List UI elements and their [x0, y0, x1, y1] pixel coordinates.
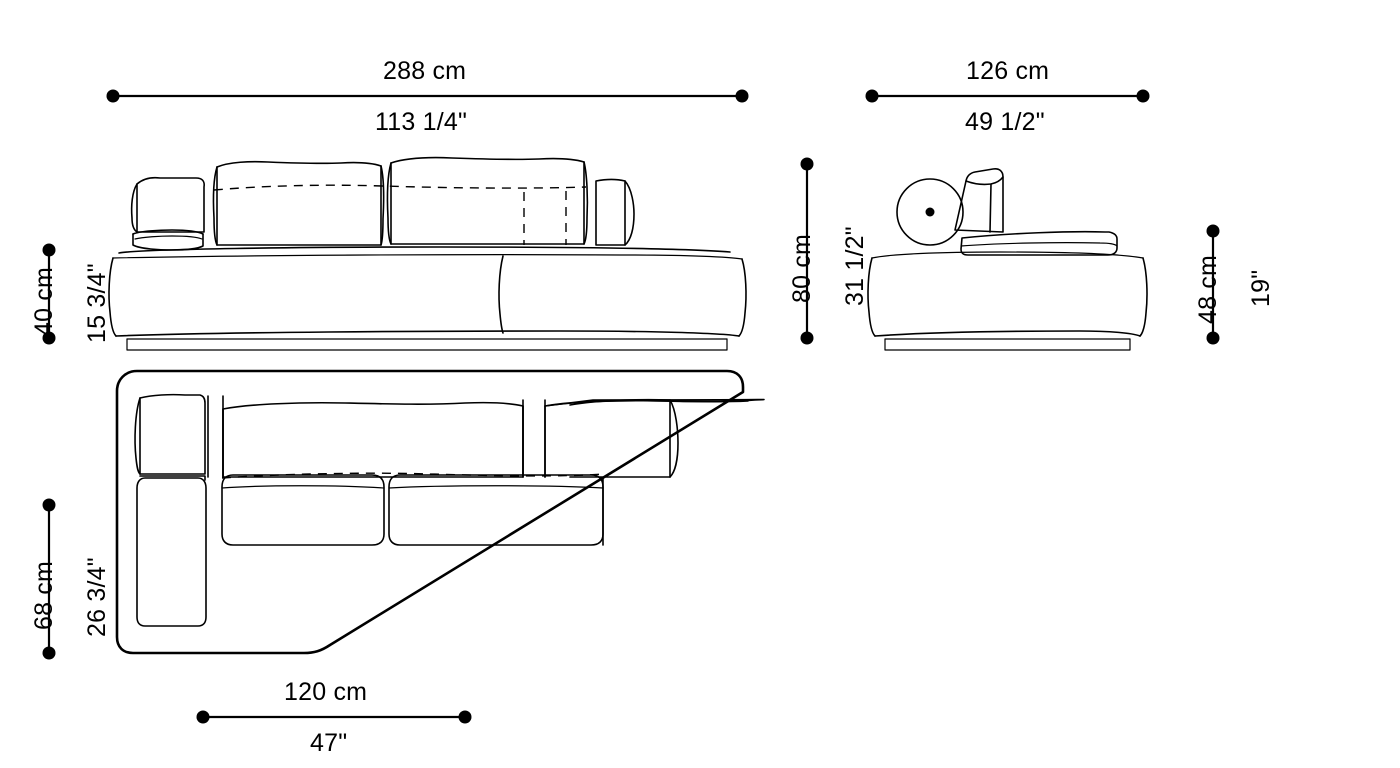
plan-cushion-dividers [207, 395, 546, 478]
front-base-seam [498, 255, 504, 334]
side-seat-cushion [960, 230, 1118, 256]
dim-overall-height-imperial: 31 1/2" [841, 226, 869, 306]
plan-back-cushion-1 [222, 401, 524, 478]
front-back-cushion-2 [386, 156, 589, 245]
side-plinth [884, 338, 1131, 351]
front-plinth [126, 338, 728, 351]
plan-seat-cushion-1 [221, 474, 385, 546]
dimension-seat-height [42, 243, 56, 345]
dim-back-height-metric: 48 cm [1194, 254, 1222, 324]
dim-chaise-width-metric: 120 cm [284, 678, 368, 706]
dim-seat-height-imperial: 15 3/4" [83, 263, 111, 343]
dim-overall-depth-imperial: 49 1/2" [965, 108, 1045, 136]
dim-chaise-depth-metric: 68 cm [30, 560, 58, 630]
front-back-cushion-1 [212, 160, 385, 246]
dimension-chaise-depth [42, 498, 56, 660]
front-elevation-view [108, 156, 747, 351]
dimension-overall-depth [865, 89, 1150, 103]
side-elevation-view [867, 168, 1148, 351]
plan-back-cushion-3 [569, 398, 679, 478]
front-right-bolster [595, 178, 635, 246]
plan-left-arm [134, 393, 206, 481]
dim-back-height-imperial: 19" [1247, 269, 1275, 307]
plan-back-cushion-2 [544, 398, 765, 478]
dimension-overall-height [800, 157, 814, 345]
dim-overall-depth-metric: 126 cm [966, 57, 1050, 85]
dim-seat-height-metric: 40 cm [30, 266, 58, 336]
front-armrest [130, 176, 205, 251]
side-back-cushion [954, 168, 1004, 233]
front-seat-top-line [118, 246, 731, 254]
plan-outline [115, 369, 745, 655]
dim-overall-height-metric: 80 cm [788, 233, 816, 303]
dim-chaise-depth-imperial: 26 3/4" [83, 557, 111, 637]
dim-overall-width-metric: 288 cm [383, 57, 467, 85]
dim-overall-width-imperial: 113 1/4" [375, 108, 468, 136]
side-base [867, 251, 1148, 337]
side-bolster-cushion [896, 178, 964, 246]
dimension-overall-width [106, 89, 749, 103]
dimension-back-cushion-height [1206, 224, 1220, 345]
dimension-chaise-width [196, 710, 472, 724]
front-cushion-seam-dash [213, 184, 587, 191]
dim-chaise-width-imperial: 47" [310, 729, 348, 757]
plan-seat-cushion-2 [388, 474, 604, 546]
plan-view [115, 369, 765, 655]
front-base [108, 254, 747, 337]
plan-chaise-cushion [136, 477, 207, 627]
